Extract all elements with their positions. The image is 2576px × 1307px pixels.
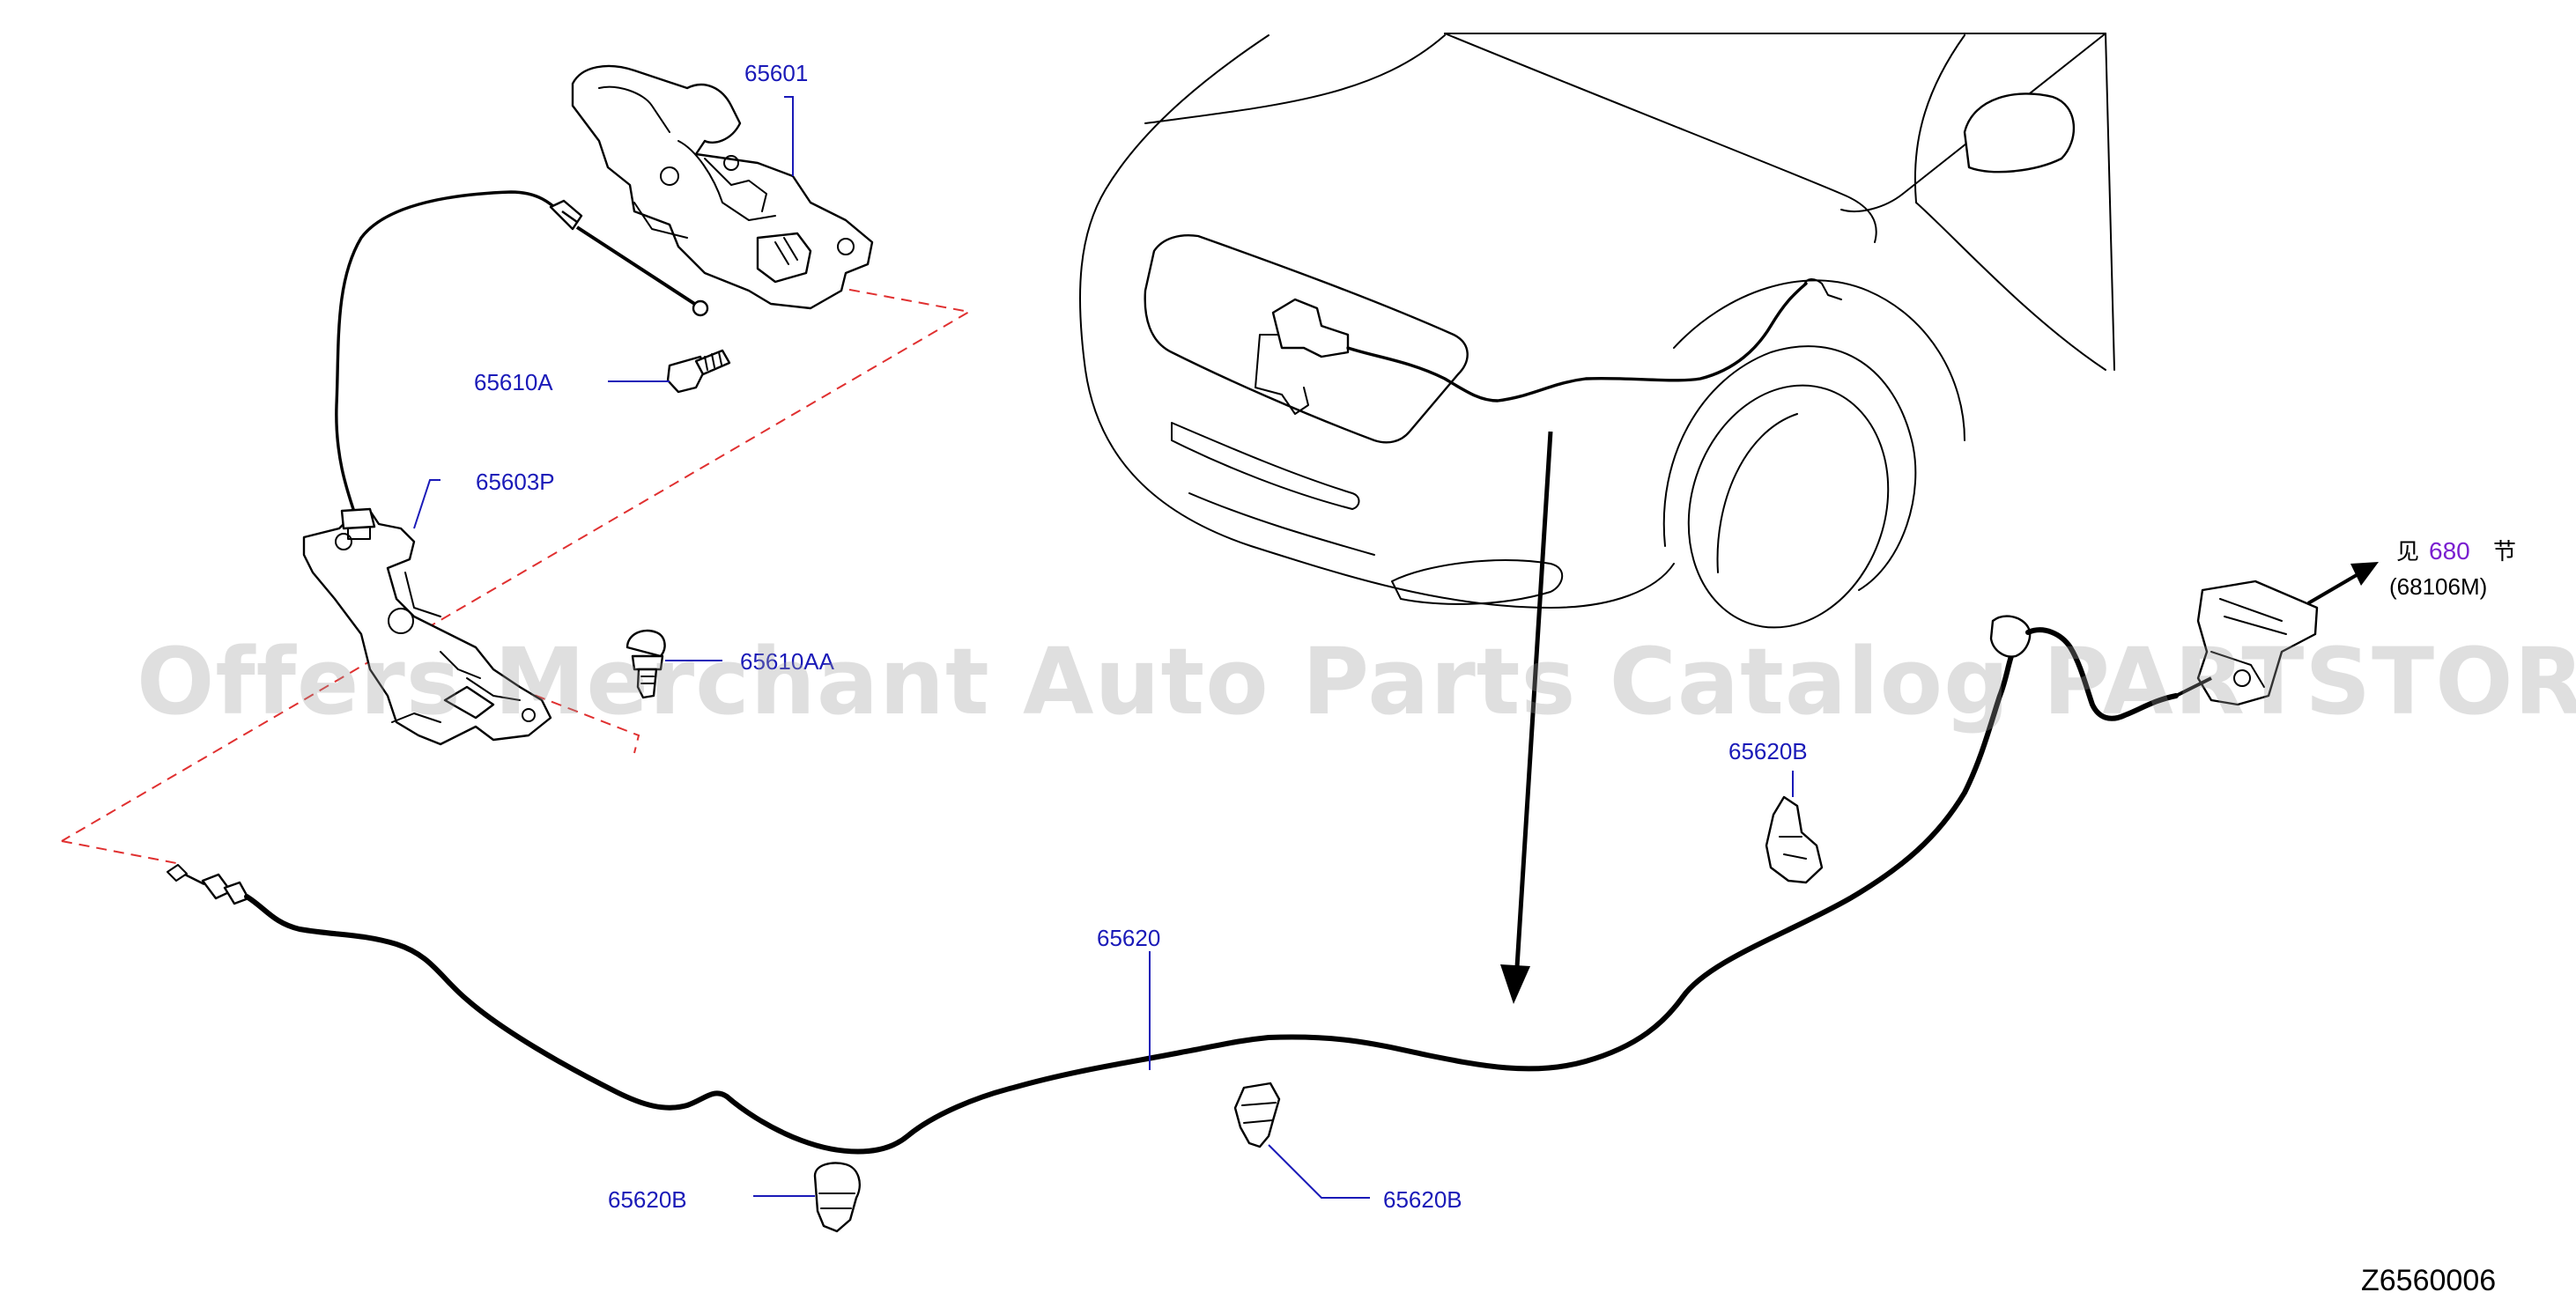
part-label-65620b-right[interactable]: 65620B <box>1728 738 1808 764</box>
part-label-65610a[interactable]: 65610A <box>474 369 553 395</box>
main-release-cable[interactable] <box>167 562 2379 1155</box>
reference-prefix: 见 <box>2396 538 2419 565</box>
reference-part-number[interactable]: (68106M) <box>2389 573 2487 600</box>
diagram-id: Z6560006 <box>2361 1264 2496 1297</box>
clip-center-icon[interactable] <box>1233 1082 1281 1148</box>
bolt-icon[interactable] <box>666 349 731 394</box>
release-cable-stub <box>335 190 709 521</box>
callout-leaders <box>413 96 1794 1199</box>
part-label-65610aa[interactable]: 65610AA <box>740 648 835 675</box>
clip-right-icon[interactable] <box>1765 795 1824 884</box>
part-label-65620b-center[interactable]: 65620B <box>1383 1186 1462 1213</box>
part-label-65620[interactable]: 65620 <box>1097 925 1160 951</box>
reference-section-link[interactable]: 680 <box>2429 537 2470 565</box>
watermark-text: Offers Merchant Auto Parts Catalog PARTS… <box>137 628 2576 735</box>
reference-suffix: 节 <box>2493 538 2516 565</box>
part-label-65620b-left[interactable]: 65620B <box>608 1186 687 1213</box>
release-bracket-assembly[interactable] <box>302 507 552 746</box>
clip-left-icon[interactable] <box>813 1162 861 1233</box>
part-label-65601[interactable]: 65601 <box>744 60 808 86</box>
part-label-65603p[interactable]: 65603P <box>476 469 555 495</box>
dashed-guide-lines <box>61 279 972 864</box>
grommet-icon[interactable] <box>625 629 666 699</box>
hood-lock-assembly[interactable] <box>571 64 874 310</box>
car-front-illustration <box>1078 33 2115 1004</box>
